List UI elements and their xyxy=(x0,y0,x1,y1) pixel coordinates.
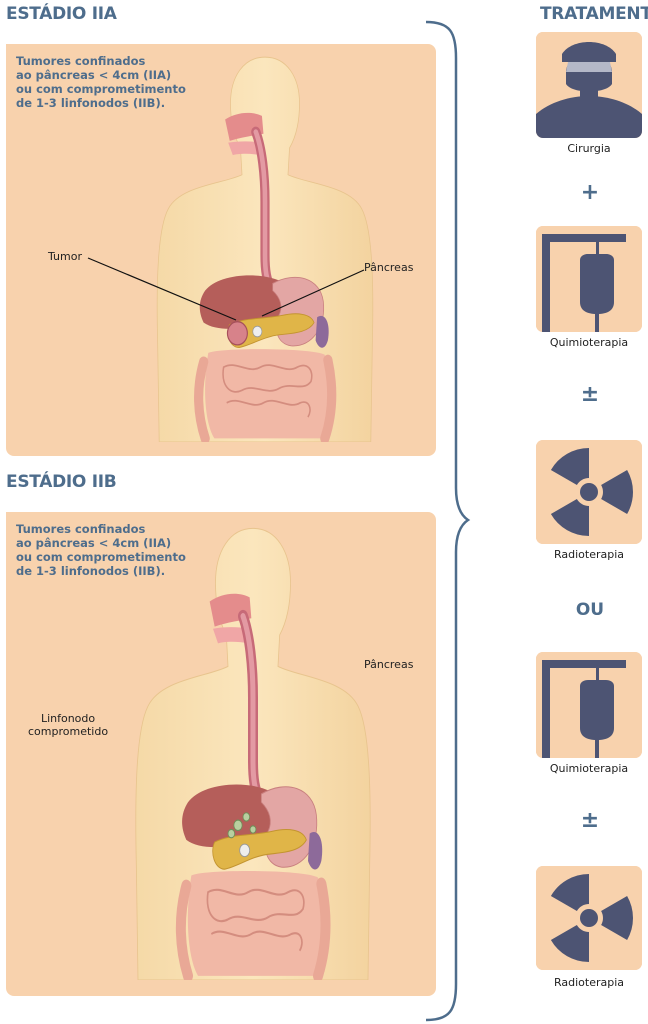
surgery-tile xyxy=(536,32,642,138)
or-operator: OU xyxy=(575,600,605,620)
chemo-label-1: Quimioterapia xyxy=(549,336,629,349)
stage-iib-body-illustration xyxy=(128,520,378,980)
chemo-label-2: Quimioterapia xyxy=(549,762,629,775)
radio-label-1: Radioterapia xyxy=(553,548,625,561)
radio-label-2: Radioterapia xyxy=(553,976,625,989)
lymph-node-label: Linfonodo comprometido xyxy=(28,712,109,738)
tumor-label: Tumor xyxy=(48,250,82,263)
tumor-pointer xyxy=(87,257,237,321)
plus-minus-operator-1: ± xyxy=(580,382,600,407)
lymph-node-markers xyxy=(227,812,257,839)
pancreas-pointer-iia xyxy=(261,269,365,317)
plus-minus-operator-2: ± xyxy=(580,808,600,833)
tumor-marker xyxy=(226,321,248,346)
surgery-label: Cirurgia xyxy=(567,142,611,155)
chemo-tile-2 xyxy=(536,652,642,758)
radio-tile-1 xyxy=(536,440,642,544)
stage-iia-body-illustration xyxy=(150,50,380,442)
stage-iia-description: Tumores confinados ao pâncreas < 4cm (II… xyxy=(16,54,186,110)
iv-bag-icon xyxy=(536,652,642,758)
radiation-icon xyxy=(536,866,642,970)
stage-iib-heading: ESTÁDIO IIB xyxy=(6,472,117,492)
pancreas-label-iib: Pâncreas xyxy=(364,658,414,671)
chemo-tile-1 xyxy=(536,226,642,332)
iv-bag-icon xyxy=(536,226,642,332)
stage-iib-description: Tumores confinados ao pâncreas < 4cm (II… xyxy=(16,522,186,578)
surgeon-icon xyxy=(536,32,642,138)
pancreas-label-iia: Pâncreas xyxy=(364,261,414,274)
plus-operator: + xyxy=(580,180,600,205)
radio-tile-2 xyxy=(536,866,642,970)
treatment-heading: TRATAMENTO xyxy=(540,4,648,24)
radiation-icon xyxy=(536,440,642,544)
stage-iia-heading: ESTÁDIO IIA xyxy=(6,4,117,24)
curly-bracket xyxy=(425,20,471,1022)
